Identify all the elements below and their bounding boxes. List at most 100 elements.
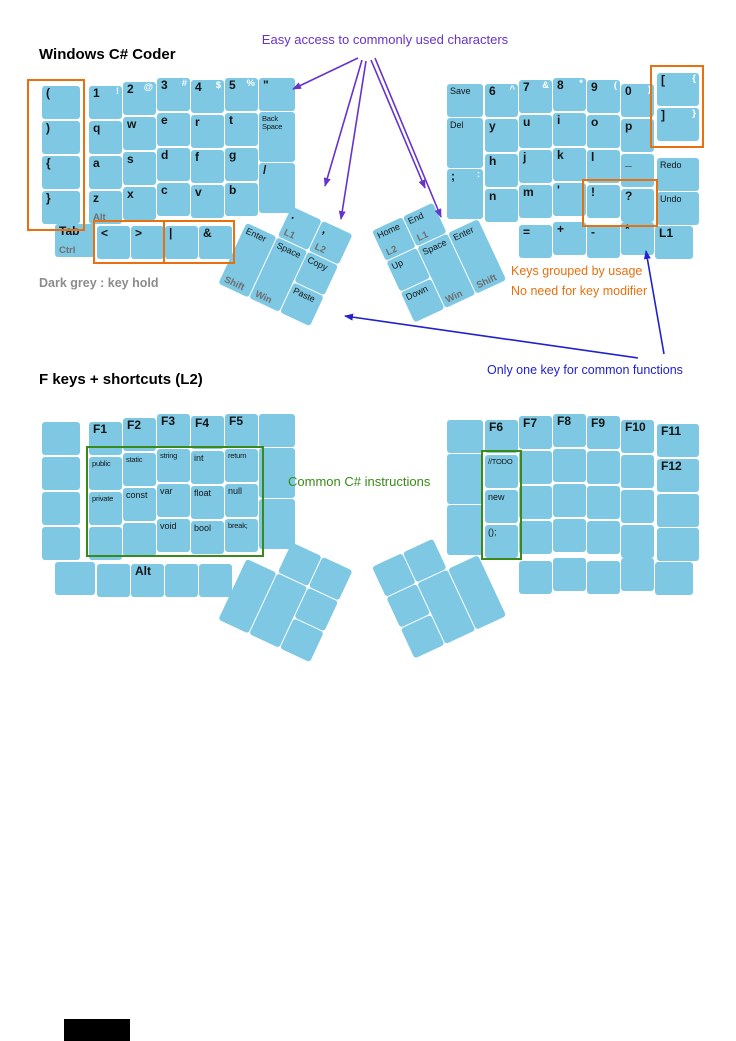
key-label: .: [289, 208, 299, 223]
key-0: 0): [621, 84, 654, 117]
key-shifted-label: %: [246, 78, 255, 89]
key-c: c: [157, 183, 190, 216]
key-blank: [447, 505, 483, 555]
key-blank: [553, 484, 586, 517]
key-label: f: [195, 150, 199, 164]
key-private: private: [89, 492, 122, 525]
key-label: [: [661, 73, 665, 87]
key-asterisk: *: [621, 222, 654, 255]
key-blank: [621, 525, 654, 558]
key-f: f: [191, 150, 224, 183]
key-f1: F1: [89, 422, 122, 455]
key-shifted-label: *: [579, 78, 583, 89]
key-public: public: [89, 457, 122, 490]
footer-black-bar: [64, 1019, 130, 1041]
key-label: var: [160, 486, 173, 496]
key-label: }: [46, 191, 51, 205]
key-s: s: [123, 152, 156, 185]
key-shifted-label: }: [692, 108, 696, 119]
key-label: *: [625, 222, 630, 236]
key-label: F12: [661, 459, 682, 473]
key-label: public: [92, 459, 111, 468]
key-blank: [42, 527, 80, 560]
key-undo: Undo: [657, 192, 699, 225]
key-6: 6^: [485, 84, 518, 117]
key-label: F10: [625, 420, 646, 434]
key-semicolon: ;:: [447, 169, 483, 219]
key-pipe: |: [165, 226, 198, 259]
key-8: 8*: [553, 78, 586, 111]
annotation-easy-access: Easy access to commonly used characters: [261, 32, 509, 47]
key-f3: F3: [157, 414, 190, 447]
key-label: (: [46, 86, 50, 100]
purple-arrow: [292, 57, 359, 90]
key-back-space: Back Space: [259, 112, 295, 162]
key-label: F5: [229, 414, 244, 428]
key-p: p: [621, 119, 654, 152]
key-void: void: [157, 519, 190, 552]
key-4: 4$: [191, 80, 224, 113]
key-apostrophe: ': [553, 183, 586, 216]
key-blank: [657, 528, 699, 561]
key-hold-label: Win: [444, 288, 465, 306]
key-hold-label: Alt: [93, 212, 106, 223]
key-question: ?: [621, 189, 654, 222]
key-label: Back Space: [262, 114, 283, 132]
key-shifted-label: #: [181, 78, 187, 89]
key-k: k: [553, 148, 586, 181]
key-label: /: [263, 163, 267, 177]
key-label: break;: [228, 521, 248, 530]
key-blank: [553, 558, 586, 591]
key-label: 6: [489, 84, 496, 98]
key-label: F1: [93, 422, 108, 436]
key-7: 7&: [519, 80, 552, 113]
key-label: w: [127, 117, 137, 131]
key-y: y: [485, 119, 518, 152]
key-label: k: [557, 148, 564, 162]
key-label: n: [489, 189, 497, 203]
key-null: null: [225, 484, 258, 517]
key-blank: [447, 420, 483, 453]
key-label: &: [203, 226, 212, 240]
key-label: q: [93, 121, 101, 135]
key-label: e: [161, 113, 168, 127]
key-close-brace: }: [42, 191, 80, 224]
key-const: const: [123, 488, 156, 521]
key-blank: [89, 527, 122, 560]
key-label: //TODO: [488, 457, 513, 466]
key-open-paren: (: [42, 86, 80, 119]
blue-arrow: [643, 250, 665, 355]
key-label: F2: [127, 418, 142, 432]
key-break: break;: [225, 519, 258, 552]
key-var: var: [157, 484, 190, 517]
key-label: d: [161, 148, 169, 162]
key-exclamation: !: [587, 185, 620, 218]
key-1: 1!: [89, 86, 122, 119]
key-label: F4: [195, 416, 210, 430]
key-ampersand: &: [199, 226, 232, 259]
key-label: !: [591, 185, 595, 199]
key-shifted-label: ^: [509, 84, 515, 95]
key-blank: [621, 490, 654, 523]
key-label: private: [92, 494, 114, 503]
key-int: int: [191, 451, 224, 484]
key-label: Del: [450, 120, 464, 130]
key-label: |: [169, 226, 173, 240]
key-label: return: [228, 451, 247, 460]
key-f7: F7: [519, 416, 552, 449]
key-blank: [621, 558, 654, 591]
key-blank: [259, 414, 295, 447]
key-underscore: _: [621, 154, 654, 187]
key-label: Tab: [59, 224, 80, 238]
key-label: F6: [489, 420, 504, 434]
key-label: y: [489, 119, 496, 133]
key-label: ": [263, 78, 269, 92]
key-l1: L1: [655, 226, 693, 259]
key-blank: [97, 564, 130, 597]
key-label: ();: [488, 527, 497, 537]
key-b: b: [225, 183, 258, 216]
key-blank: [587, 561, 620, 594]
purple-arrow: [323, 59, 363, 187]
key-label: i: [557, 113, 561, 127]
